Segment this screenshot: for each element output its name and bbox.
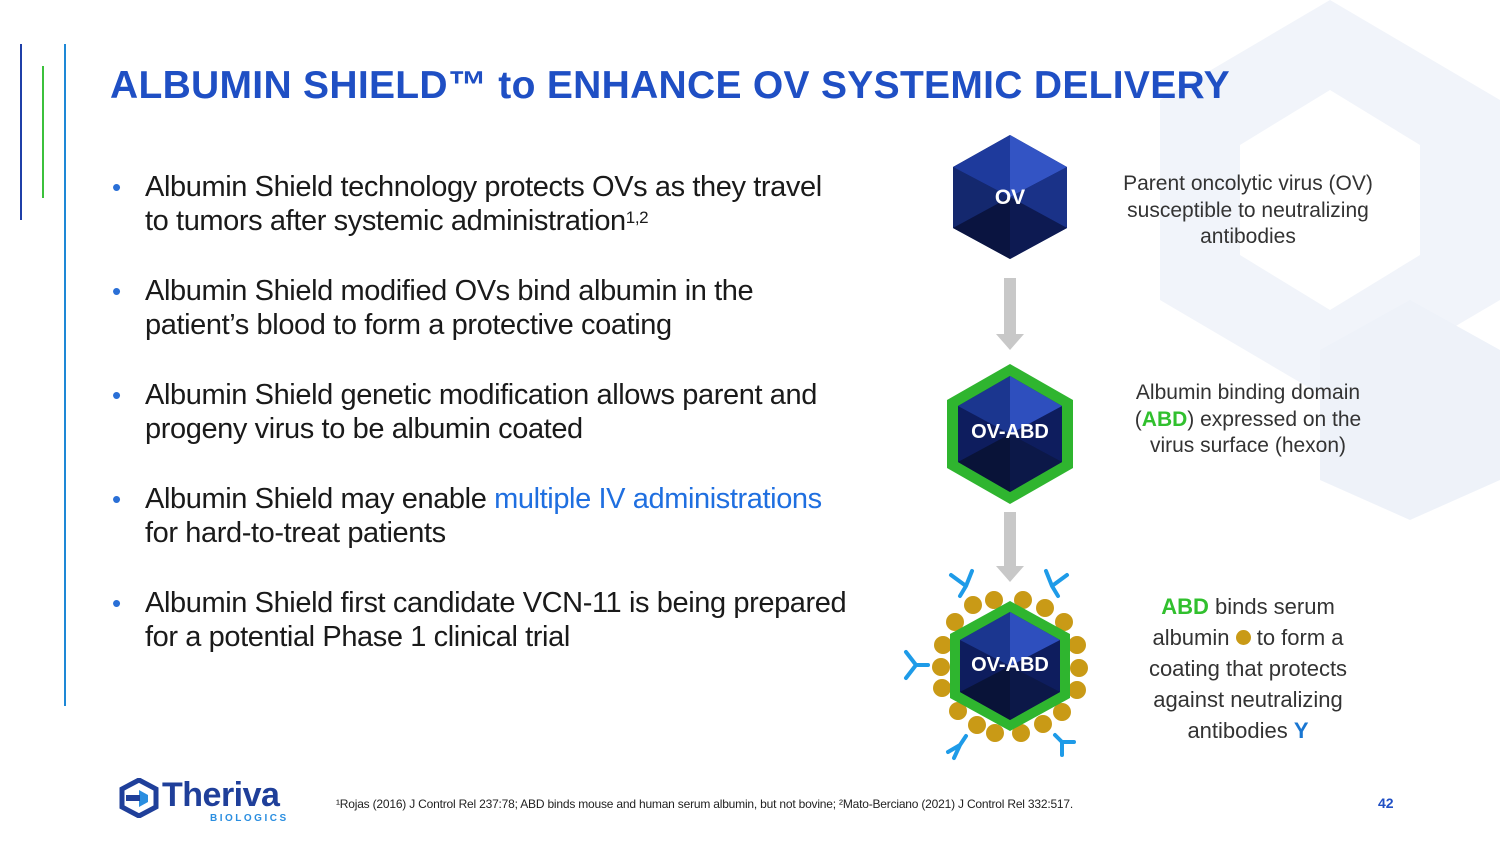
logo-mark-icon — [119, 778, 159, 818]
ov-abd-node-label: OV-ABD — [971, 421, 1049, 443]
bullet-item: Albumin Shield genetic modification allo… — [112, 378, 852, 482]
accent-line-blue — [64, 44, 66, 706]
bullet-text: Albumin Shield genetic modification allo… — [145, 379, 817, 445]
bullet-item: Albumin Shield modified OVs bind albumin… — [112, 274, 852, 378]
bullet-text: Albumin Shield technology protects OVs a… — [145, 171, 822, 237]
antibody-y-icon — [904, 569, 1076, 760]
bullet-item: Albumin Shield may enable multiple IV ad… — [112, 482, 852, 586]
ov-abd-hexagon-node: OV-ABD — [947, 364, 1073, 504]
logo-name: Theriva — [162, 776, 280, 814]
background-hexagon-decoration — [1160, 0, 1500, 520]
page-number: 42 — [1378, 795, 1394, 811]
slide-title: ALBUMIN SHIELD™ to ENHANCE OV SYSTEMIC D… — [110, 64, 1230, 107]
footnote: ¹Rojas (2016) J Control Rel 237:78; ABD … — [336, 797, 1074, 811]
stage1-description: Parent oncolytic virus (OV) susceptible … — [1123, 172, 1373, 248]
ov-node-label: OV — [995, 186, 1025, 209]
bullet-item: Albumin Shield technology protects OVs a… — [112, 170, 852, 274]
stage2-description: Albumin binding domain (ABD) expressed o… — [1134, 381, 1362, 457]
ov-hexagon-node: OV — [953, 135, 1067, 259]
bullet-highlight: multiple IV administrations — [494, 483, 822, 515]
virus-diagram: OV OV-ABD OV-ABD — [904, 135, 1088, 760]
albumin-dot-icon — [1235, 630, 1251, 645]
antibody-y-icon: Y — [1293, 718, 1309, 743]
accent-line-green — [42, 66, 44, 198]
bullet-text: Albumin Shield modified OVs bind albumin… — [145, 275, 754, 341]
albumin-coated-virus: OV-ABD — [932, 591, 1088, 742]
citation-superscript: 1,2 — [625, 208, 649, 227]
ov-abd-coated-node-label: OV-ABD — [971, 654, 1049, 676]
bullet-list: Albumin Shield technology protects OVs a… — [112, 170, 852, 654]
albumin-dot-icon — [932, 591, 1088, 742]
bullet-text: for hard-to-treat patients — [145, 517, 446, 549]
bullet-text: Albumin Shield first candidate VCN-11 is… — [145, 587, 847, 653]
abd-label: ABD — [1141, 407, 1188, 431]
bullet-text: Albumin Shield may enable — [145, 483, 495, 515]
bullet-item: Albumin Shield first candidate VCN-11 is… — [112, 586, 852, 654]
logo-subtitle: BIOLOGICS — [210, 813, 289, 824]
abd-label: ABD — [1161, 594, 1209, 619]
company-logo: Theriva BIOLOGICS — [118, 776, 308, 828]
stage3-description: ABD binds serum albumin to form a coatin… — [1148, 594, 1348, 743]
down-arrow-icon — [996, 512, 1024, 582]
accent-line-navy — [20, 44, 22, 220]
down-arrow-icon — [996, 278, 1024, 350]
